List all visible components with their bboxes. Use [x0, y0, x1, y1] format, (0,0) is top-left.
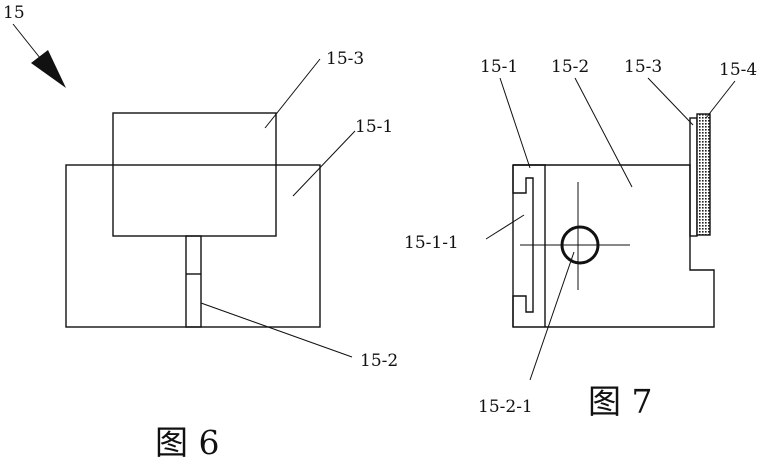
fig6-leader-15-2: [201, 303, 352, 357]
fig7-label-rail: 15-1: [480, 57, 518, 77]
fig7-leader-15-4: [706, 81, 735, 118]
fig7-pad: [697, 114, 710, 235]
fig6-arrow-label: 15: [3, 3, 25, 23]
fig7-leader-15-3: [648, 78, 693, 125]
fig7-leader-15-2-1: [530, 252, 574, 380]
fig6-leader-15-1: [293, 131, 355, 196]
fig7-slot-rail: [513, 165, 545, 327]
fig6-leader-15-3: [265, 59, 320, 128]
fig7-leader-15-1-1: [486, 215, 524, 239]
fig7-leader-15-2: [575, 78, 632, 187]
fig6-label-post: 15-2: [360, 351, 398, 371]
fig6-caption: 图 6: [155, 423, 220, 462]
fig6-post: [186, 236, 201, 327]
figure-6: 15 15-3 15-1 15-2 图 6: [3, 3, 398, 462]
fig7-body-outline: [513, 165, 714, 327]
figure-7: 15-1 15-2 15-3 15-4 15-1-1 15-2-1 图 7: [404, 57, 757, 421]
fig7-label-hole: 15-2-1: [478, 397, 533, 417]
fig7-label-plate: 15-3: [624, 57, 662, 77]
fig6-base-block: [66, 165, 320, 327]
fig6-top-box: [113, 113, 276, 236]
fig6-arrow-head: [31, 50, 66, 88]
fig7-label-body: 15-2: [551, 57, 589, 77]
fig7-caption: 图 7: [588, 382, 653, 421]
fig6-label-top-box: 15-3: [326, 49, 364, 69]
fig7-plate: [690, 118, 697, 236]
fig7-label-pad: 15-4: [719, 60, 757, 80]
fig6-label-base: 15-1: [355, 117, 393, 137]
fig7-label-slot: 15-1-1: [404, 233, 459, 253]
fig7-leader-15-1: [500, 78, 530, 168]
